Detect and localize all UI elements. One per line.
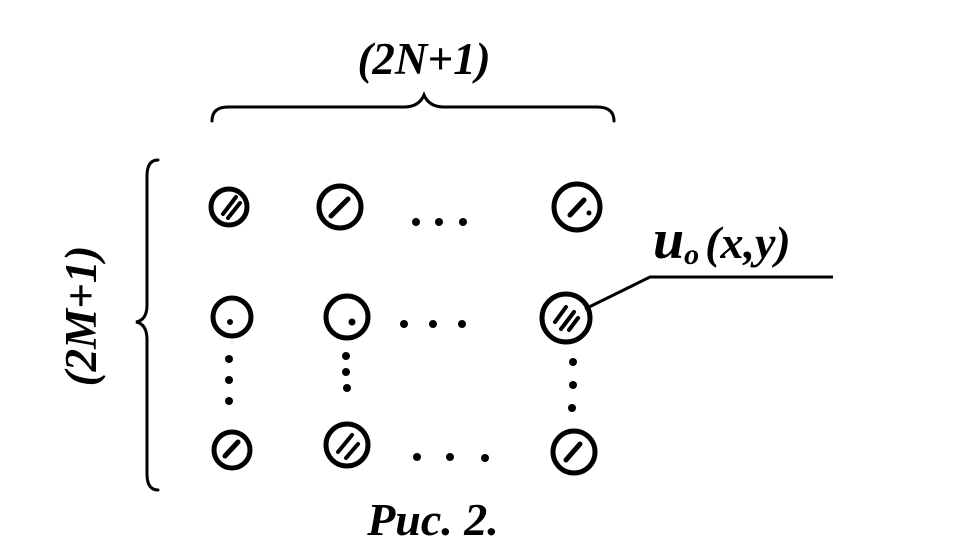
array-element-highlighted <box>539 291 593 345</box>
ellipsis-vertical <box>568 358 577 412</box>
element-label-main: u <box>653 209 684 271</box>
array-element <box>323 293 371 341</box>
element-label-sub: o <box>684 238 699 271</box>
leader-line <box>584 275 833 311</box>
array-element <box>551 181 603 233</box>
top-brace <box>210 91 616 123</box>
side-brace <box>135 158 160 492</box>
array-element <box>208 186 250 228</box>
ellipsis-horizontal <box>400 320 466 328</box>
ellipsis-horizontal <box>412 218 467 226</box>
side-label: (2M+1) <box>56 246 106 387</box>
array-element <box>316 183 364 231</box>
ellipsis-horizontal <box>413 453 489 462</box>
top-label: (2N+1) <box>357 34 490 84</box>
element-label-args: (x,y) <box>705 217 791 268</box>
ellipsis-vertical <box>342 352 351 392</box>
figure-caption: Рис. 2. <box>366 494 499 545</box>
element-label: uo(x,y) <box>653 209 791 271</box>
array-element <box>210 295 254 339</box>
array-element <box>211 429 253 471</box>
ellipsis-vertical <box>225 355 233 405</box>
array-element <box>550 428 598 476</box>
array-element <box>323 421 371 469</box>
